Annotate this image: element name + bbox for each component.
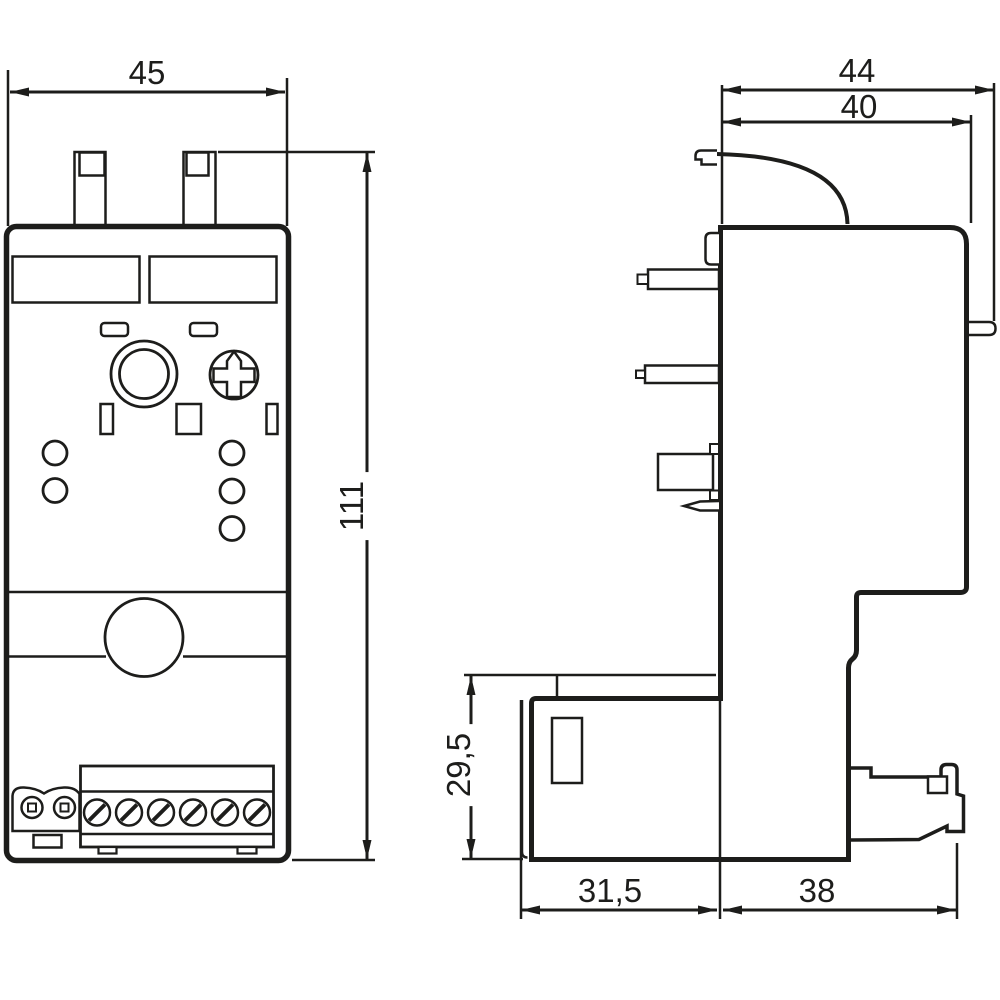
aux-connector-icon [11,786,81,833]
side-slide-flange [520,700,528,859]
dim-side-lower-depth-label: 31,5 [577,872,643,909]
side-terminal-pins [635,231,721,512]
front-top-tabs-icon [73,150,217,228]
lever-swing-arc [716,152,850,225]
front-indicator-pills [99,321,219,338]
dim-side-lower-height-label: 29,5 [440,723,477,807]
terminal-screw-slots [87,803,267,822]
dim-side-rear-depth-label: 38 [798,872,836,909]
front-button-circles [41,439,246,542]
rotary-dial-icon [109,339,179,409]
dim-front-height-label: 111 [333,471,370,541]
front-label-windows [11,255,278,304]
dimension-lines [6,70,996,919]
din-rail-clip-icon [850,762,966,842]
front-slot-row [99,402,279,436]
reset-pin-icon [969,320,997,337]
front-body-outline [3,223,292,864]
lever-hook-icon [694,149,717,166]
extension-lines [6,70,996,919]
front-view [3,150,292,864]
front-small-knockout [32,833,63,849]
front-round-knockout [103,597,185,678]
dim-side-overall-depth-label: 44 [838,52,876,89]
side-view [520,149,997,862]
front-parting-lines [8,590,287,658]
dim-front-width-label: 45 [128,54,166,91]
terminal-block-icon [79,764,275,855]
side-marking-window [550,716,584,785]
dim-side-body-depth-label: 40 [840,88,878,125]
dimension-arrowheads [10,85,994,915]
side-body-outline [529,225,969,862]
phillips-screw-icon [208,349,260,401]
